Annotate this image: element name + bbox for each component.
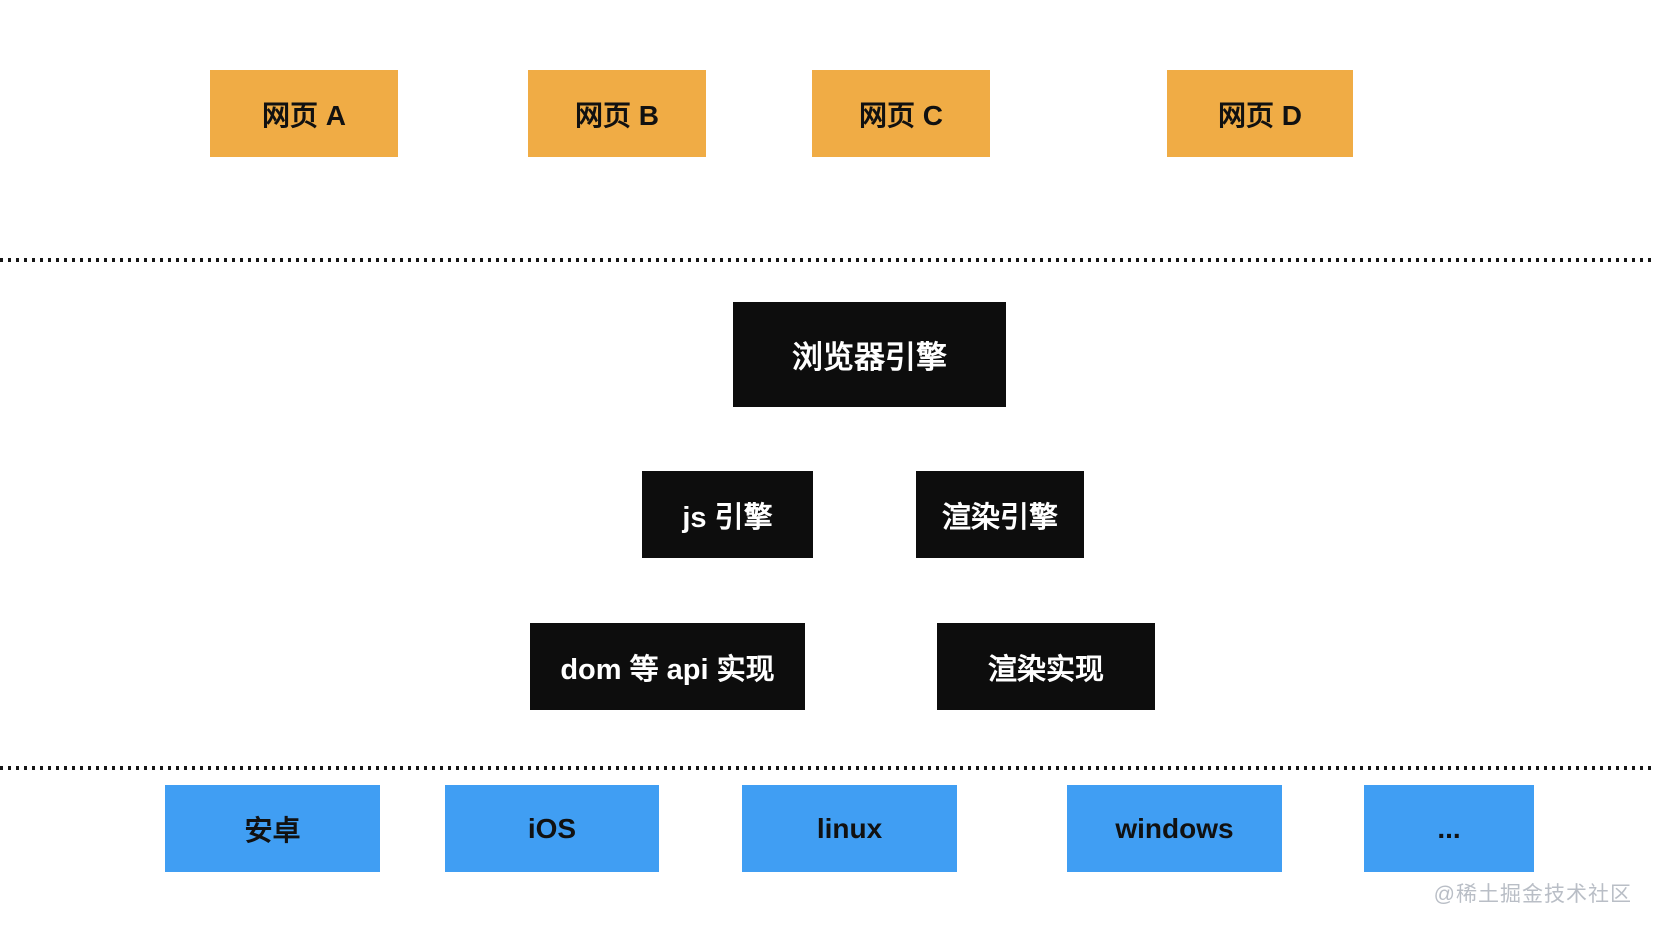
dom-api-implementation-box: dom 等 api 实现 (530, 623, 805, 710)
juejin-watermark: @稀土掘金技术社区 (1433, 883, 1632, 906)
browser-engine-box: 浏览器引擎 (733, 302, 1006, 407)
webpage-box-a: 网页 A (210, 70, 398, 157)
webpage-box-d: 网页 D (1167, 70, 1353, 157)
render-implementation-box: 渲染实现 (937, 623, 1155, 710)
render-engine-box: 渲染引擎 (916, 471, 1084, 558)
webpage-box-b: 网页 B (528, 70, 706, 157)
webpage-box-c: 网页 C (812, 70, 990, 157)
top-dotted-divider (0, 258, 1656, 262)
js-engine-box: js 引擎 (642, 471, 813, 558)
platform-box-linux: linux (742, 785, 957, 872)
bottom-dotted-divider (0, 766, 1656, 770)
platform-box-android: 安卓 (165, 785, 380, 872)
platform-box-ellipsis: ... (1364, 785, 1534, 872)
platform-box-windows: windows (1067, 785, 1282, 872)
platform-box-ios: iOS (445, 785, 659, 872)
